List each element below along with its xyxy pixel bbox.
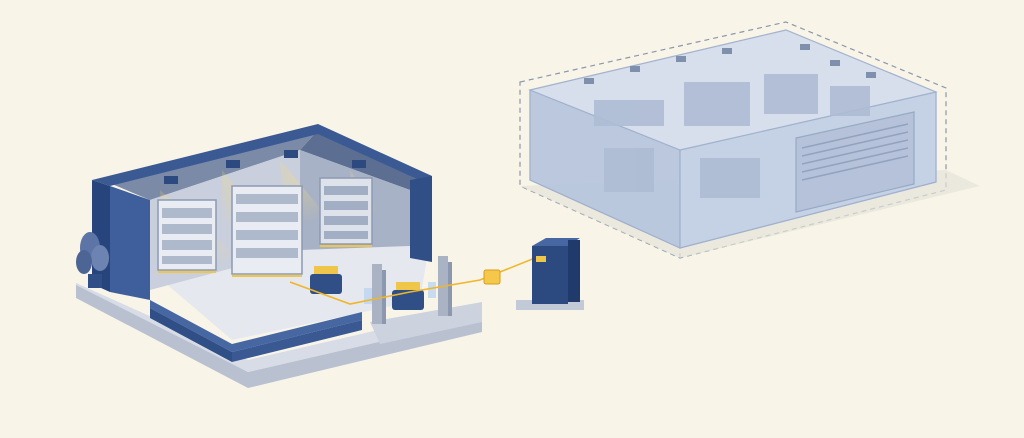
shopping-basket-icon [310, 266, 424, 310]
back-wall-right [300, 128, 428, 252]
front-wall-face-right [232, 320, 362, 362]
entrance-step [370, 302, 482, 344]
open-store-icon [76, 124, 482, 388]
shelf-icon [157, 177, 373, 277]
connector-node-icon [483, 269, 501, 285]
front-wall-top [150, 300, 362, 352]
right-wall-pillar [410, 176, 432, 262]
kiosk-icon [516, 238, 584, 310]
store-base [76, 283, 482, 388]
front-wall-face [150, 308, 232, 362]
plant-icon [76, 232, 109, 288]
wall-top-rim [92, 124, 432, 186]
roller-door-icon [795, 111, 915, 213]
left-wall-face [110, 186, 150, 300]
